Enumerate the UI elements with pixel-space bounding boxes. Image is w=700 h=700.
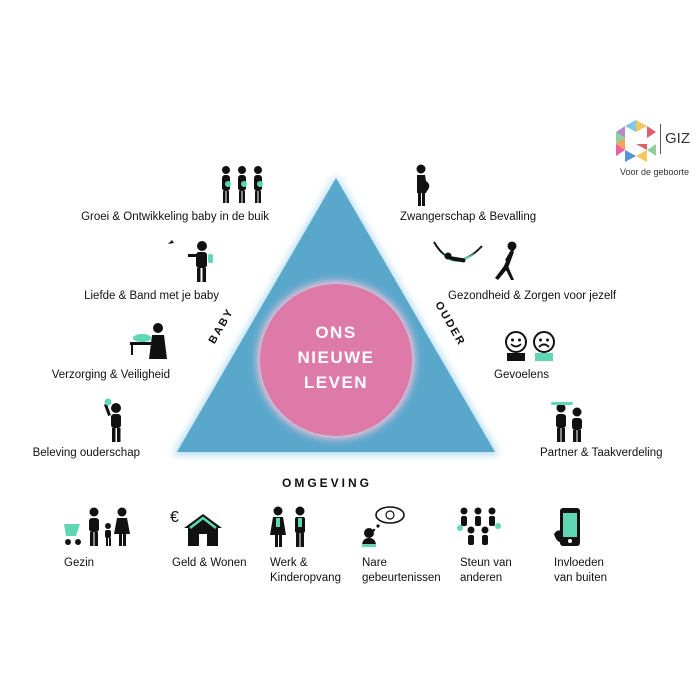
label-liefde: Liefde & Band met je baby [84, 290, 219, 302]
label-verzorging: Verzorging & Veiligheid [51, 369, 170, 381]
svg-text:€: € [170, 509, 179, 526]
center-line-2: NIEUWE [297, 348, 375, 367]
label-invloeden: Invloeden [554, 557, 604, 569]
label-gezondheid: Gezondheid & Zorgen voor jezelf [448, 290, 617, 302]
label-groei: Groei & Ontwikkeling baby in de buik [81, 211, 269, 223]
baby-care-icon [130, 323, 167, 359]
label-zwangerschap: Zwangerschap & Bevalling [400, 211, 537, 223]
label-nare: Nare [362, 557, 387, 569]
family-stroller-icon [64, 507, 130, 546]
bottom-label-omgeving: OMGEVING [282, 476, 373, 490]
faces-icon [505, 331, 555, 361]
label-invloeden-2: van buiten [554, 572, 608, 584]
center-circle [260, 284, 412, 436]
smartphone-icon [554, 508, 580, 546]
giz-tagline: Voor de geboorte [620, 167, 690, 177]
label-gezin: Gezin [64, 557, 95, 569]
group-support-icon [457, 507, 501, 545]
label-gevoelens: Gevoelens [494, 369, 549, 381]
pregnant-woman-icon [416, 164, 430, 206]
center-line-3: LEVEN [303, 373, 369, 392]
partners-icon [551, 402, 582, 442]
label-geld: Geld & Wonen [172, 557, 247, 569]
hammock-yoga-icon [433, 241, 517, 280]
label-werk: Werk & [270, 557, 308, 569]
label-steun-2: anderen [460, 572, 503, 584]
label-partner: Partner & Taakverdeling [540, 447, 663, 459]
center-line-1: ONS [315, 323, 357, 342]
giz-logo: GIZ Voor de geboorte [616, 120, 696, 180]
pregnant-figures-icon [222, 166, 263, 203]
parent-lifting-baby-icon [104, 398, 121, 442]
workers-icon [270, 506, 305, 547]
worried-person-icon [362, 506, 405, 547]
label-nare-2: gebeurtenissen [362, 572, 441, 584]
house-euro-icon: € [170, 509, 222, 546]
label-steun: Steun van [460, 557, 512, 569]
giz-logo-icon [616, 120, 656, 162]
label-beleving: Beleving ouderschap [32, 447, 140, 459]
parent-holding-baby-icon [168, 240, 213, 282]
giz-brand: GIZ [665, 130, 690, 147]
label-werk-2: Kinderopvang [270, 572, 341, 584]
